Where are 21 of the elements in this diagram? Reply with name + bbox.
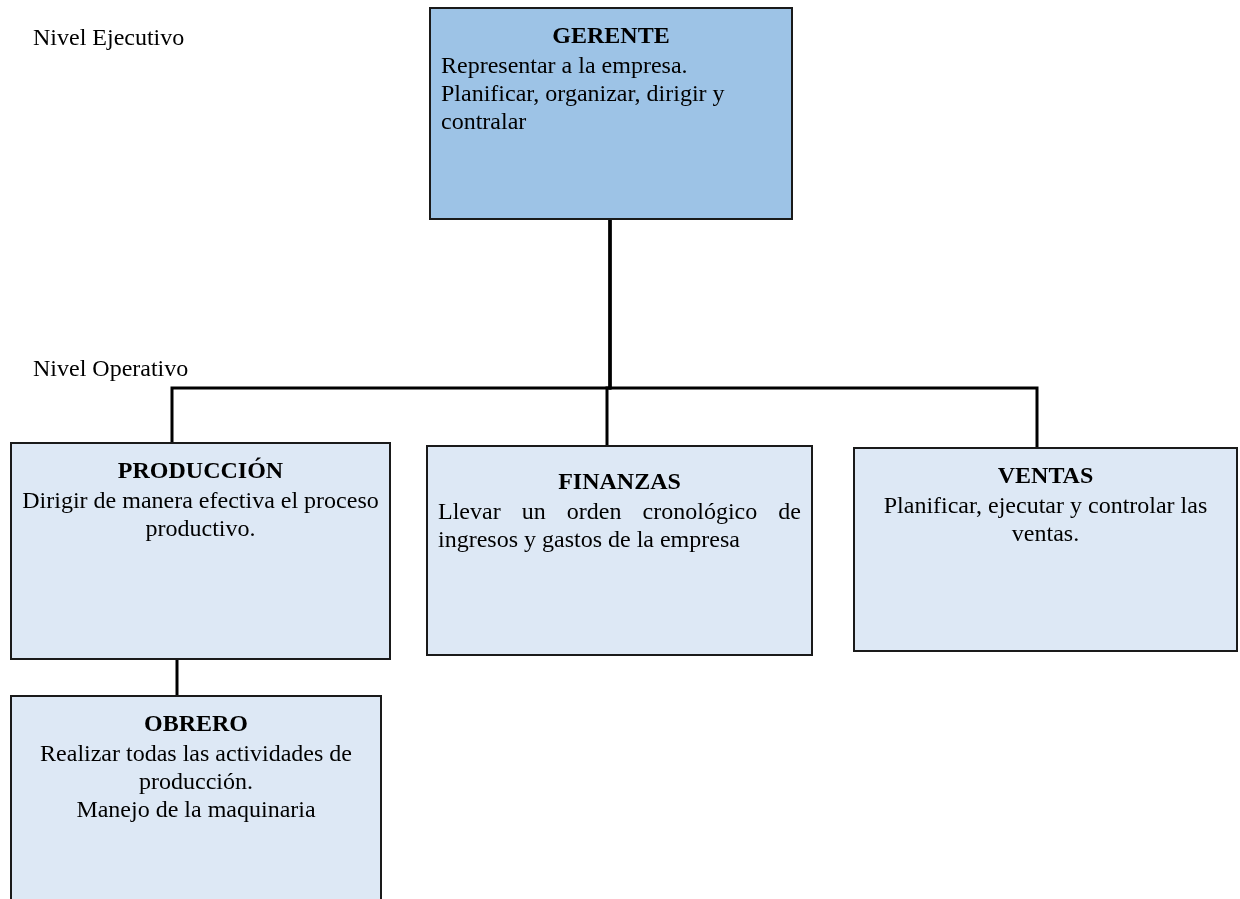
- box-title: PRODUCCIÓN: [116, 456, 285, 484]
- connector-line: [608, 220, 1039, 447]
- box-description: Planificar, ejecutar y controlar las ventas.: [882, 491, 1209, 547]
- box-description: Manejo de la maquinaria: [75, 795, 317, 823]
- box-description: Dirigir de manera efectiva el proceso productivo.: [22, 486, 379, 542]
- org-box: [426, 445, 813, 656]
- box-title: VENTAS: [996, 461, 1095, 489]
- level-label: Nivel Operativo: [33, 355, 189, 382]
- box-description: Llevar un orden cronológico de ingresos y gastos de la empresa: [438, 497, 801, 553]
- box-title: GERENTE: [551, 21, 671, 49]
- box-description: Representar a la empresa.: [441, 51, 689, 79]
- org-box: [429, 7, 793, 220]
- level-label: Nivel Ejecutivo: [33, 24, 185, 51]
- box-title: OBRERO: [143, 709, 249, 737]
- org-box: [853, 447, 1238, 652]
- org-box: [10, 695, 382, 899]
- box-description: Planificar, organizar, dirigir y contralar: [441, 79, 726, 135]
- box-description: Realizar todas las actividades de producción.: [39, 739, 353, 795]
- org-box: [10, 442, 391, 660]
- box-title: FINANZAS: [557, 467, 682, 495]
- connector-line: [175, 660, 179, 695]
